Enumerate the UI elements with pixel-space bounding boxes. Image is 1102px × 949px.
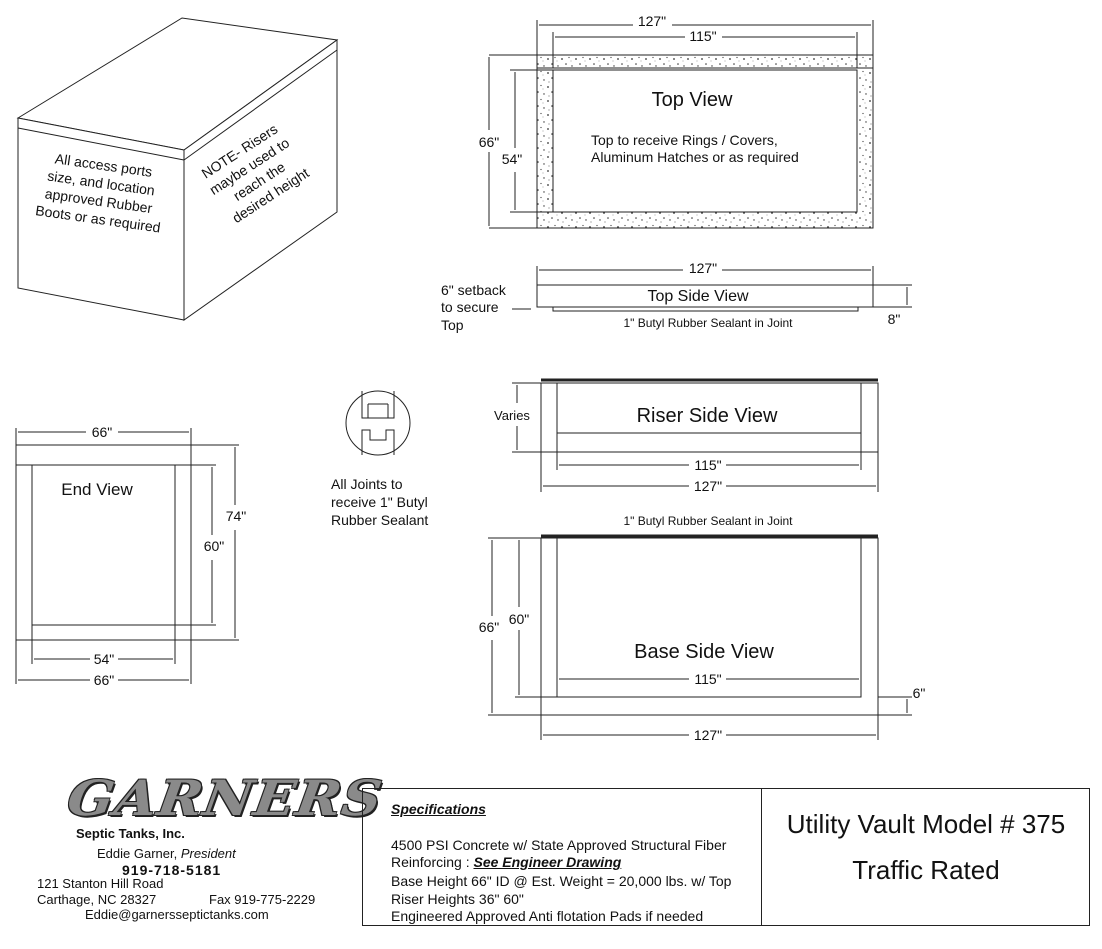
base-dim-inner-height: 60" (509, 611, 530, 627)
joint-note: All Joints to receive 1" Butyl Rubber Se… (331, 476, 432, 528)
spec-line-reinforcing: Reinforcing : See Engineer Drawing (391, 854, 621, 870)
joint-detail-circle (345, 390, 411, 456)
riser-title: Riser Side View (637, 405, 778, 427)
base-dim-outer-width: 127" (694, 727, 722, 743)
top-view-dim-outer-height: 66" (479, 134, 500, 150)
top-view-title: Top View (652, 89, 733, 111)
spec-reinforcing-label: Reinforcing : (391, 854, 474, 870)
company-subtitle: Septic Tanks, Inc. (76, 826, 185, 841)
spec-divider (761, 789, 762, 925)
model-rating: Traffic Rated (852, 855, 1000, 885)
spec-heading: Specifications (391, 801, 486, 817)
spec-line-concrete: 4500 PSI Concrete w/ State Approved Stru… (391, 837, 727, 853)
end-view (15, 428, 239, 684)
company-email[interactable]: Eddie@garnersseptictanks.com (85, 907, 269, 922)
riser-sealant: 1" Butyl Rubber Sealant in Joint (623, 514, 793, 528)
base-side-view (488, 534, 912, 740)
end-view-title: End View (61, 480, 133, 499)
iso-side-face (183, 39, 338, 321)
iso-access-note: All access ports size, and location appr… (35, 149, 170, 236)
company-address-line2: Carthage, NC 28327 (37, 892, 157, 907)
company-phone: 919-718-5181 (122, 862, 222, 878)
company-logo: GARNERS (60, 769, 386, 830)
base-dim-floor: 6" (913, 685, 926, 701)
base-cavity (556, 538, 862, 698)
top-side-view (512, 266, 912, 312)
company-logo-text: GARNERS (63, 769, 387, 827)
riser-outer-wall (540, 382, 879, 453)
isometric-view (16, 17, 339, 321)
joint-detail (345, 390, 411, 456)
base-dim-outer-height: 66" (479, 619, 500, 635)
joint-detail-lower-piece (361, 429, 395, 455)
company-president: Eddie Garner, President (97, 846, 236, 861)
spec-line-base-height: Base Height 66" ID @ Est. Weight = 20,00… (391, 873, 732, 889)
spec-line-anti-flotation: Engineered Approved Anti flotation Pads … (391, 908, 704, 924)
joint-detail-upper-piece (361, 391, 395, 419)
end-view-dim-outer-width: 66" (94, 672, 115, 688)
company-address-line1: 121 Stanton Hill Road (37, 876, 164, 891)
top-side-gasket (552, 306, 859, 312)
riser-dim-inner: 115" (694, 457, 721, 473)
base-title: Base Side View (634, 641, 774, 663)
spec-line-riser-heights: Riser Heights 36" 60" (391, 891, 524, 907)
president-title: President (180, 846, 236, 861)
spec-engineer-drawing-link[interactable]: See Engineer Drawing (473, 854, 622, 870)
base-outer-wall (540, 537, 879, 716)
top-side-setback-note: 6" setback to secure Top (441, 282, 510, 333)
company-fax: Fax 919-775-2229 (209, 892, 316, 907)
top-view (488, 20, 874, 229)
top-view-dim-outer-width: 127" (638, 13, 666, 29)
end-view-dim-inner-height: 60" (204, 538, 225, 554)
end-view-cap (15, 444, 192, 466)
end-view-dim-outer-height: 74" (226, 508, 247, 524)
base-dim-inner-width: 115" (694, 671, 721, 687)
top-view-dim-inner-height: 54" (502, 151, 523, 167)
model-name: Utility Vault Model # 375 (786, 809, 1066, 839)
end-view-dim-inner-width: 54" (94, 651, 115, 667)
top-side-dim-width: 127" (689, 260, 717, 276)
riser-side-view (512, 378, 879, 492)
top-view-opening (552, 69, 858, 213)
president-name: Eddie Garner, (97, 846, 181, 861)
end-view-dim-top: 66" (92, 424, 113, 440)
top-side-sealant: 1" Butyl Rubber Sealant in Joint (623, 316, 793, 330)
spec-title-block: Specifications 4500 PSI Concrete w/ Stat… (362, 788, 1090, 926)
top-view-note: Top to receive Rings / Covers, Aluminum … (591, 132, 799, 165)
riser-dim-outer: 127" (694, 478, 722, 494)
top-side-dim-thickness: 8" (888, 311, 901, 327)
top-side-title: Top Side View (647, 288, 749, 305)
riser-dim-height: Varies (494, 408, 530, 423)
end-view-cavity (31, 464, 176, 626)
top-view-dim-inner-width: 115" (689, 28, 716, 44)
